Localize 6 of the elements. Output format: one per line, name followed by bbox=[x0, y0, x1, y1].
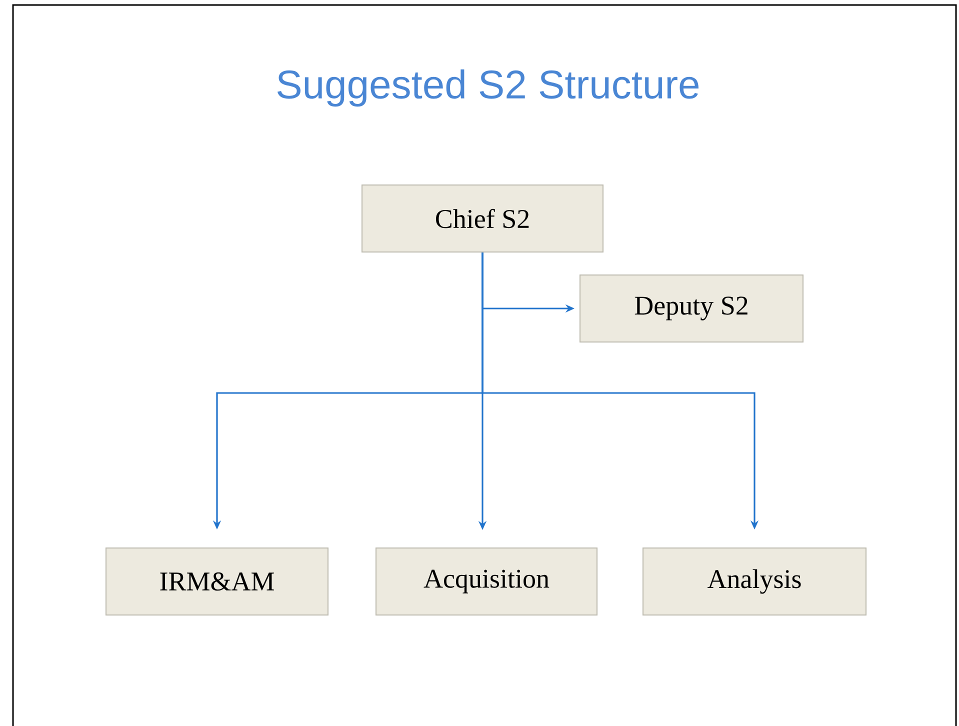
role-box: Deputy S2 bbox=[580, 274, 804, 342]
role-box: IRM&AM bbox=[106, 548, 328, 616]
role-box: Acquisition bbox=[376, 548, 598, 616]
title: Suggested S2 Structure bbox=[277, 69, 699, 107]
role-box: Analysis bbox=[642, 548, 866, 616]
role-box: Chief S2 bbox=[362, 184, 604, 252]
